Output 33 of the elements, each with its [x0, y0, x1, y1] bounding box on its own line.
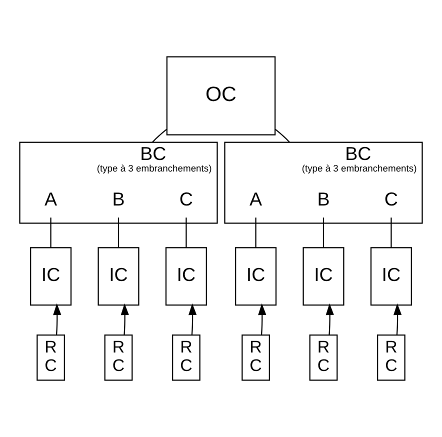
connector: [186, 218, 187, 248]
node-box: IC: [165, 247, 207, 306]
arrow: [258, 303, 266, 336]
node-box: R C: [377, 334, 406, 381]
node-box: IC: [370, 247, 412, 306]
node-box: R C: [104, 334, 133, 381]
node-box: R C: [172, 334, 200, 381]
node-box: OC: [166, 56, 276, 136]
node-box: IC: [302, 247, 344, 306]
connector: [390, 218, 392, 248]
connector: [118, 218, 120, 248]
node-text: A: [44, 188, 58, 210]
node-box: R C: [242, 334, 270, 381]
connector: [255, 218, 256, 248]
arrow: [393, 303, 402, 336]
connector: [322, 218, 324, 248]
arrow: [120, 303, 129, 336]
node-text: A: [250, 188, 262, 210]
node-box: IC: [235, 247, 277, 306]
node-box: R C: [36, 334, 65, 381]
node-text: B: [317, 188, 330, 210]
node-box: IC: [30, 247, 72, 306]
connector: [274, 128, 290, 143]
node-text: B: [112, 188, 125, 210]
node-text: C: [384, 188, 398, 210]
arrow: [326, 303, 334, 336]
connector: [152, 128, 168, 143]
node-box: IC: [98, 247, 140, 306]
arrow: [53, 303, 62, 336]
arrow: [188, 303, 197, 336]
node-box: R C: [309, 334, 338, 381]
node-text: C: [179, 188, 193, 210]
connector: [50, 218, 52, 248]
